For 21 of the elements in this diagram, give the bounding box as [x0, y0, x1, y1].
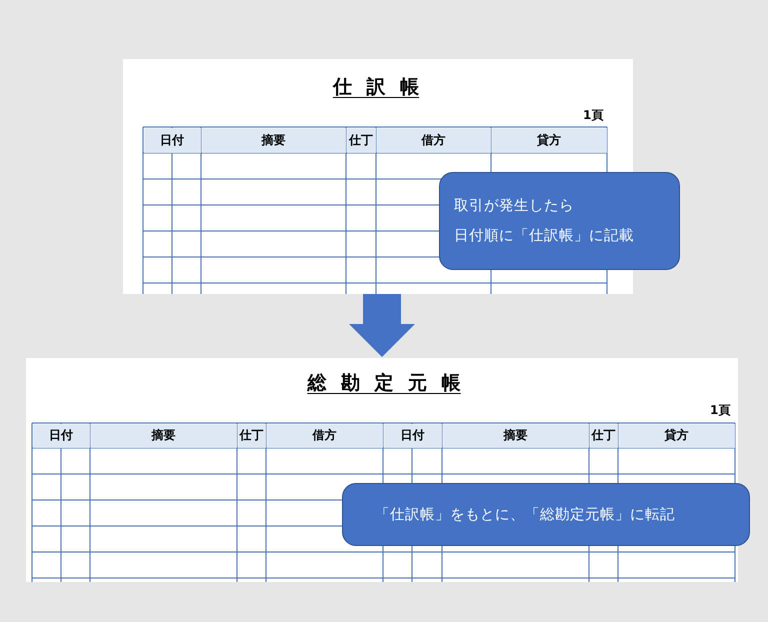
column-header: 仕丁: [238, 424, 266, 448]
column-header: 貸方: [492, 128, 606, 152]
column-header: 日付: [144, 128, 200, 152]
callout-text: 取引が発生したら日付順に「仕訳帳」に記載: [454, 197, 634, 246]
callout-tooltip: [439, 172, 680, 270]
column-header: 摘要: [90, 424, 236, 448]
column-header: 貸方: [618, 424, 734, 448]
column-header: 日付: [32, 424, 90, 448]
column-header: 仕丁: [590, 424, 618, 448]
page-number: 1頁: [710, 402, 730, 419]
callout-text: 「仕訳帳」をもとに、「総勘定元帳」に転記: [375, 506, 675, 525]
page-title: 仕 訳 帳: [332, 75, 420, 100]
column-header: 日付: [384, 424, 442, 448]
page-title: 総 勘 定 元 帳: [307, 371, 461, 396]
column-header: 借方: [376, 128, 490, 152]
down-arrow: [349, 294, 415, 357]
column-header: 摘要: [202, 128, 346, 152]
column-header: 摘要: [442, 424, 588, 448]
column-header: 仕丁: [346, 128, 376, 152]
column-header: 借方: [266, 424, 382, 448]
page-number: 1頁: [583, 107, 604, 124]
